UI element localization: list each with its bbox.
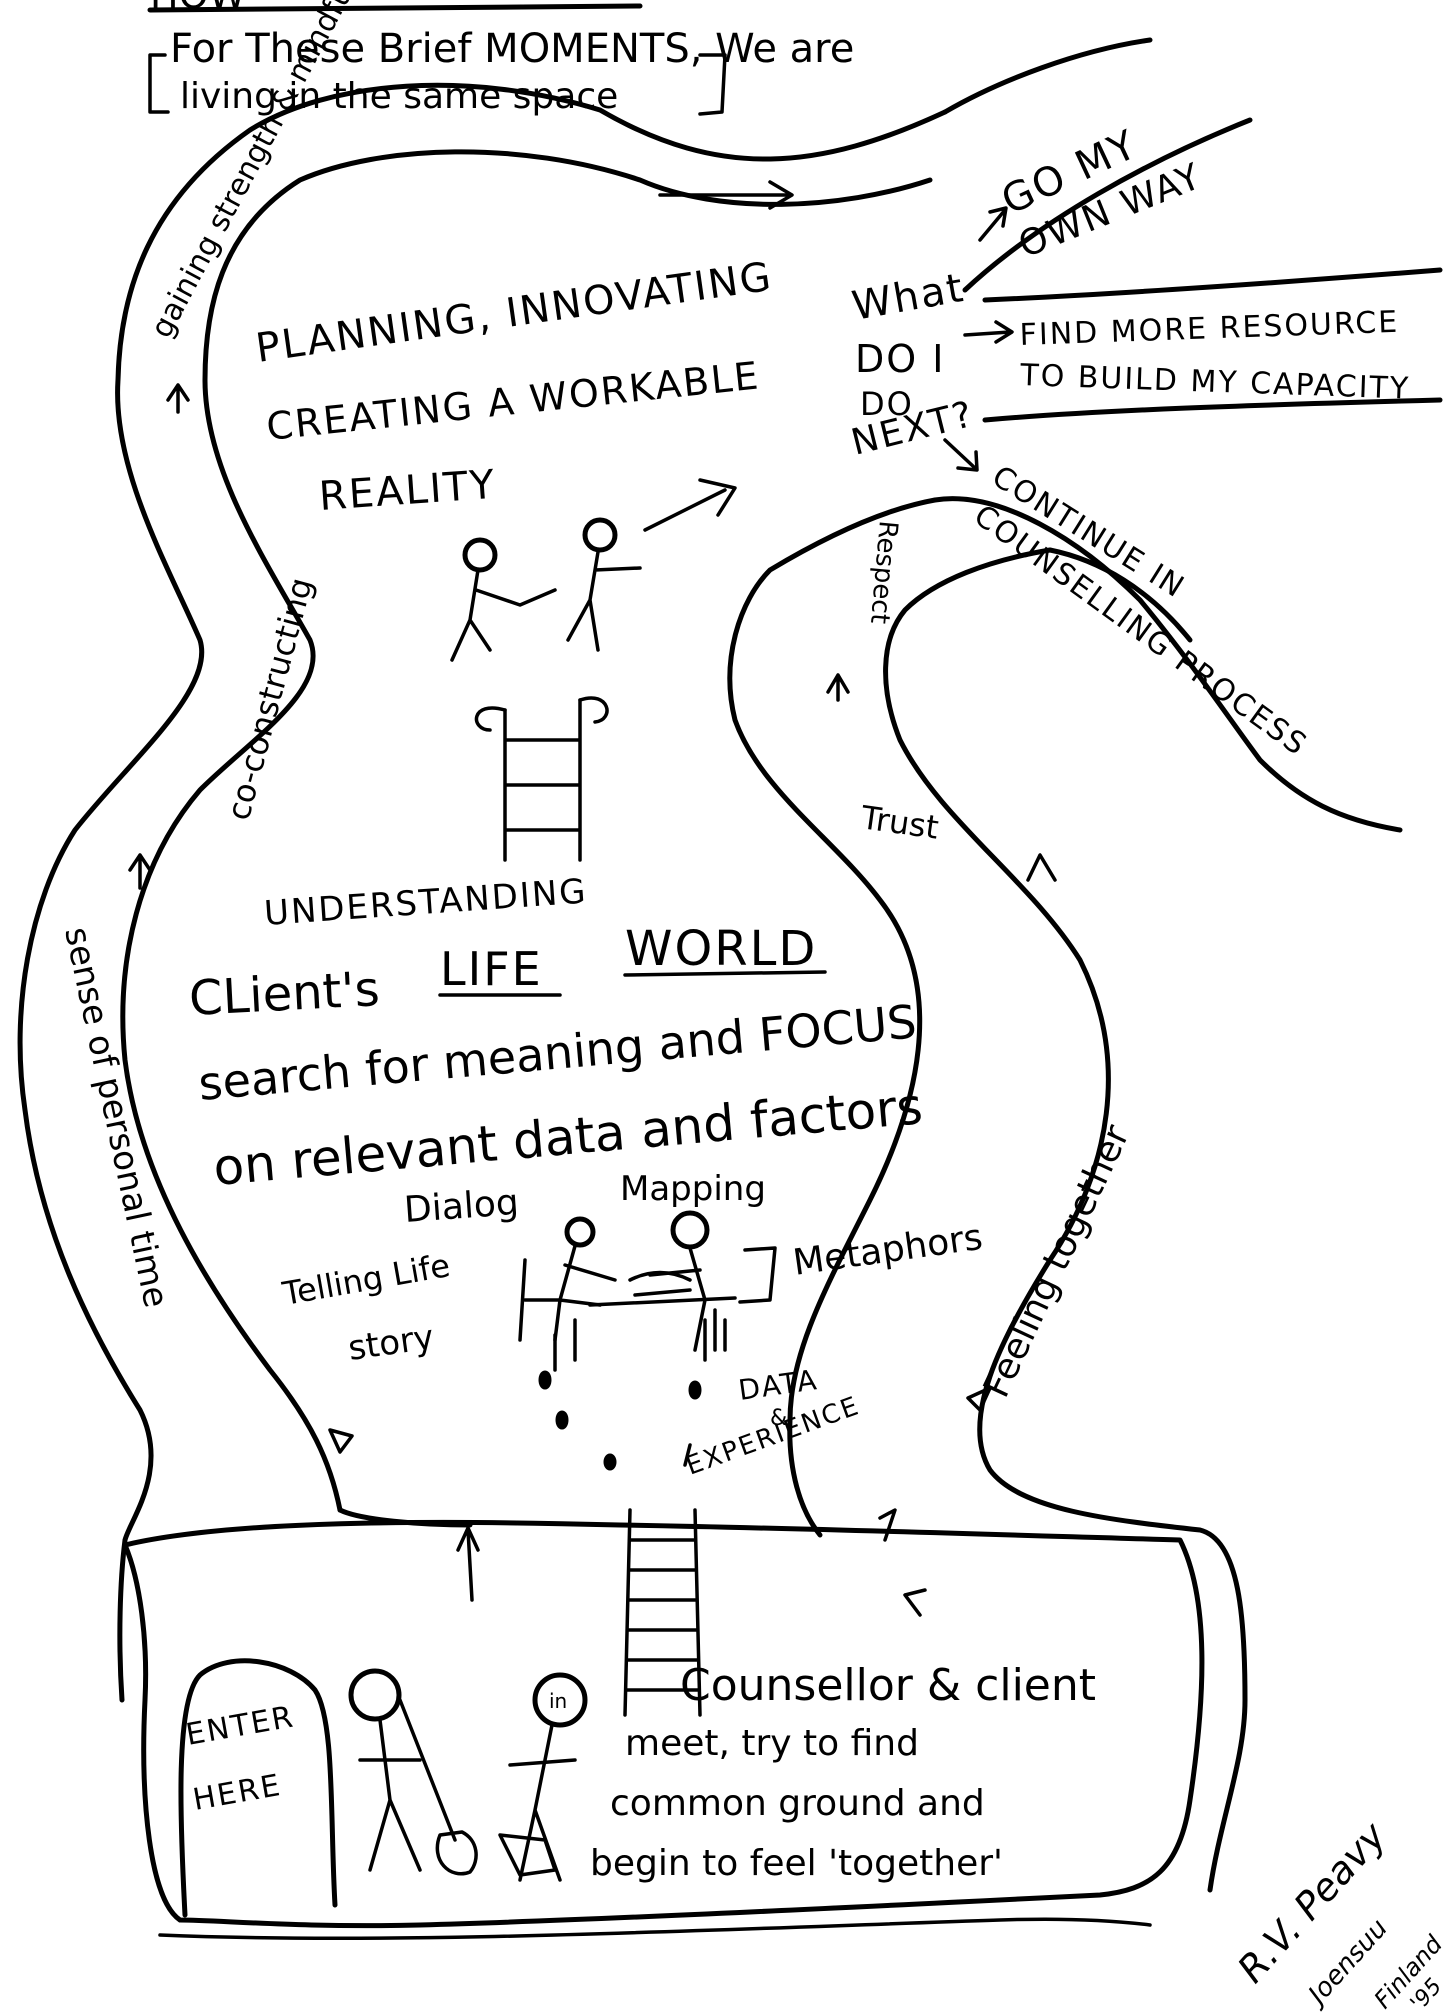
signature-name: R.V. Peavy <box>1229 1813 1395 1991</box>
header: HOW For These Brief MOMENTS, We are livi… <box>150 0 854 117</box>
dialog-label: Dialog <box>403 1182 520 1231</box>
enter-label: ENTER <box>183 1699 297 1752</box>
label-sense-of-time: sense of personal time <box>56 924 176 1312</box>
up-arrow-right <box>880 1510 895 1540</box>
option-2-line-2: TO BUILD MY CAPACITY <box>1019 358 1411 407</box>
arrow-find-resource <box>965 322 1012 342</box>
footprint-4 <box>691 1383 699 1397</box>
client-head-tag: in <box>549 1689 567 1713</box>
upper-ladder <box>505 700 580 860</box>
seated-figure-left-head <box>567 1219 593 1245</box>
lower-line-4: begin to feel 'together' <box>590 1843 1003 1884</box>
seated-figure-left-body <box>520 1246 615 1340</box>
counsellor-body <box>360 1720 420 1870</box>
branch-line-3 <box>985 270 1440 300</box>
up-arrow-right-lower <box>905 1590 925 1615</box>
lower-line-3: common ground and <box>610 1783 985 1824</box>
upper-line-1: PLANNING, INNOVATING <box>253 254 776 372</box>
option-3-line-2: COUNSELLING PROCESS <box>967 498 1314 763</box>
label-respect: Respect <box>864 519 903 625</box>
client-body <box>510 1725 575 1880</box>
quote-bracket-left <box>150 55 168 112</box>
quote-line-1: For These Brief MOMENTS, We are <box>170 26 854 72</box>
option-2-line-1: FIND MORE RESOURCE <box>1019 305 1400 353</box>
figure-right-head <box>585 520 615 550</box>
bottom-floor-line <box>160 1919 1150 1938</box>
up-arrow-left <box>458 1528 478 1600</box>
telling-line-1: Telling Life <box>279 1246 453 1313</box>
label-feeling-together: Feeling together <box>976 1119 1138 1404</box>
footprint-1 <box>541 1373 549 1387</box>
clients-label: CLient's <box>188 961 381 1027</box>
feeling-arrow <box>968 1388 990 1410</box>
figure-right-body <box>568 552 640 650</box>
middle-chamber: UNDERSTANDING CLient's LIFE WORLD search… <box>188 871 985 1715</box>
decision-what: What <box>849 265 968 330</box>
arrow-continue <box>945 440 977 470</box>
upper-line-3: REALITY <box>317 462 497 520</box>
data-line-3: EXPERIENCE <box>682 1391 864 1482</box>
sense-arrow-lower <box>330 1430 352 1452</box>
lower-line-1: Counsellor & client <box>680 1660 1096 1711</box>
seated-figure-right-head <box>673 1213 707 1247</box>
header-cut-word: HOW <box>150 0 246 17</box>
footprint-3 <box>606 1456 614 1468</box>
label-co-constructing: co-constructing <box>219 574 320 824</box>
co-constructing-arrow <box>168 385 188 412</box>
metaphors-label: Metaphors <box>791 1217 985 1284</box>
figure-left-body <box>452 570 555 660</box>
decision-do-i: DO I <box>855 337 945 381</box>
world-label: WORLD <box>625 921 817 977</box>
lower-chamber: ENTER HERE in Counsellor & client meet, … <box>181 1660 1096 1915</box>
feeling-arrow-upper <box>1028 855 1055 880</box>
data-line-1: DATA <box>736 1363 820 1407</box>
mapping-label: Mapping <box>620 1169 766 1209</box>
branch-line-1 <box>945 40 1150 112</box>
arrow-go-my-way <box>980 208 1006 240</box>
understanding-label: UNDERSTANDING <box>263 871 589 934</box>
life-label: LIFE <box>440 942 543 996</box>
trust-arrow <box>828 675 848 700</box>
telling-line-2: story <box>346 1317 437 1369</box>
decision: What DO I DO NEXT? GO MY OWN WAY FIND MO… <box>847 121 1410 763</box>
label-trust: Trust <box>858 798 941 847</box>
forward-arrow <box>645 480 735 530</box>
footprint-2 <box>558 1413 566 1427</box>
signature: R.V. Peavy Joensuu Finland '95 <box>1229 1813 1449 2015</box>
upper-line-2: CREATING A WORKABLE <box>264 353 762 449</box>
upper-chamber: PLANNING, INNOVATING CREATING A WORKABLE… <box>253 254 776 860</box>
figure-left-head <box>465 540 495 570</box>
counsellor-head <box>351 1671 399 1719</box>
here-label: HERE <box>190 1768 284 1818</box>
lower-line-2: meet, try to find <box>625 1723 919 1764</box>
upper-ladder-hooks <box>476 698 607 730</box>
